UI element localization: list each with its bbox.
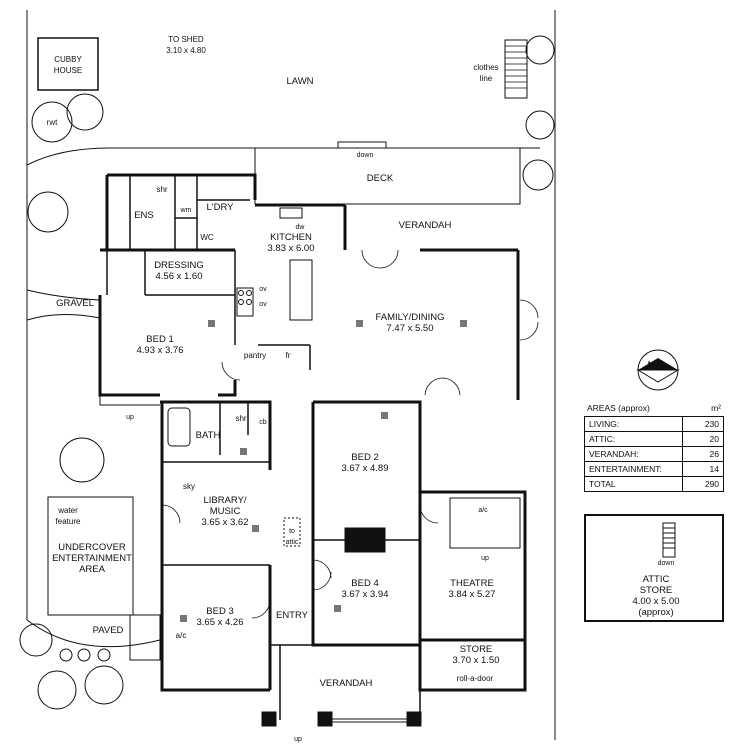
lawn-label: LAWN	[286, 76, 314, 87]
table-row: ENTERTAINMENT:14	[584, 461, 724, 477]
washing-machine-label: wm	[180, 207, 192, 214]
table-row: ATTIC:20	[584, 431, 724, 447]
theatre-up-label: up	[481, 555, 489, 562]
verandah-rear-label: VERANDAH	[398, 220, 452, 231]
gravel-label: GRAVEL	[56, 298, 94, 309]
entry-label: ENTRY	[275, 610, 309, 621]
pantry-label: pantry	[243, 351, 267, 360]
laundry-label: L'DRY	[206, 202, 234, 213]
attic-down-label: down	[657, 560, 675, 567]
bath-label: BATH	[195, 430, 221, 441]
deck-label: DECK	[366, 173, 394, 184]
side-up-label: up	[126, 414, 134, 421]
gravel-edge-1	[26, 289, 101, 301]
table-row: LIVING:230	[584, 416, 724, 432]
theatre-ac-label: a/c	[478, 507, 488, 514]
deck-down-label: down	[356, 152, 374, 159]
areas-title: AREAS (approx)	[587, 403, 650, 413]
cubby-house	[37, 37, 99, 91]
oven-label-2: ov	[259, 301, 267, 308]
rwt-label: rwt	[46, 118, 58, 127]
areas-unit: m²	[711, 403, 721, 413]
compass-n-label: N	[647, 360, 655, 371]
dishwasher-label: dw	[295, 224, 305, 231]
oven-label-1: ov	[259, 286, 267, 293]
fridge-label: fr	[285, 351, 291, 360]
table-row: VERANDAH:26	[584, 446, 724, 462]
rainwater-tank	[31, 101, 73, 143]
clothes-line	[504, 39, 528, 99]
paved-edge	[26, 619, 161, 648]
front-up-label: up	[294, 736, 302, 743]
areas-table: AREAS (approx) m² LIVING:230 ATTIC:20 VE…	[584, 400, 724, 492]
deck-step	[337, 141, 387, 149]
paved-label: PAVED	[92, 625, 124, 636]
wc-label: WC	[200, 233, 214, 242]
verandah-front-label: VERANDAH	[319, 678, 373, 689]
skylight-label: sky	[183, 482, 195, 491]
bed3-ac-label: a/c	[175, 631, 187, 640]
attic-stair-icon	[662, 522, 676, 558]
cupboard-label: cb	[259, 419, 267, 426]
ens-shower-label: shr	[156, 185, 168, 194]
undercover-area	[47, 496, 134, 616]
north-arrow-icon	[636, 349, 680, 391]
roll-a-door-label: roll-a-door	[456, 674, 494, 683]
side-path	[99, 380, 160, 406]
path-edge-top	[26, 147, 540, 166]
ensuite-label: ENS	[134, 210, 154, 221]
bath-shower-label: shr	[235, 414, 247, 423]
gravel-edge-2	[26, 313, 101, 321]
